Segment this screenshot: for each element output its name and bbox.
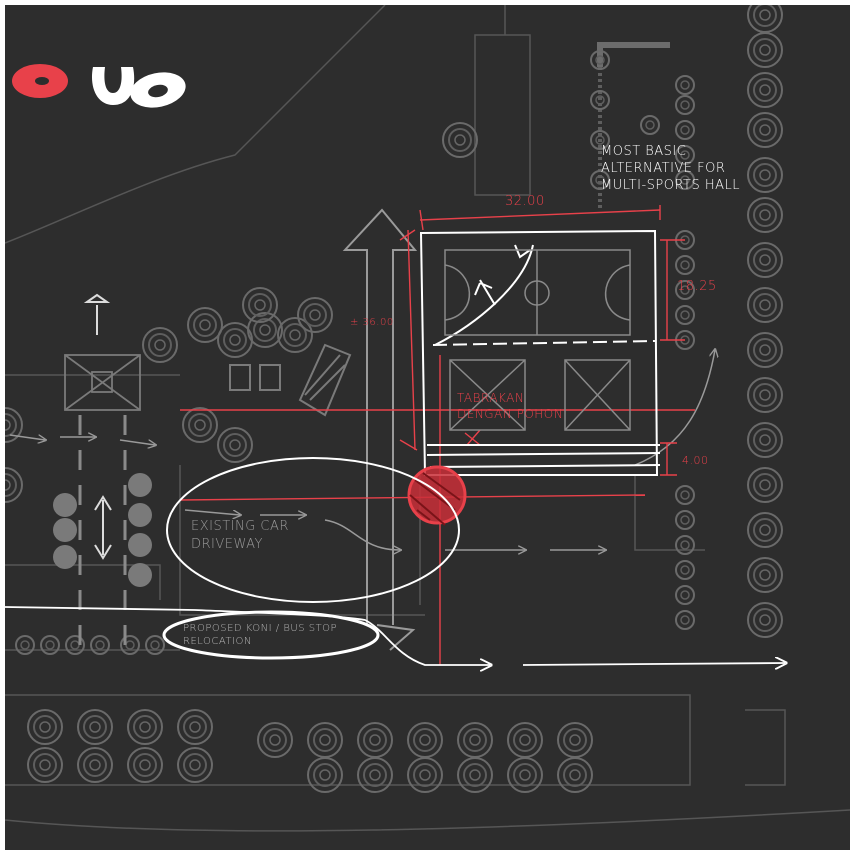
dimension-width: 32.00 <box>505 194 545 209</box>
dimension-depth: 18.25 <box>677 279 717 294</box>
base-site-lines <box>5 5 850 832</box>
parking-dashes <box>78 415 127 645</box>
court-markings <box>444 249 631 431</box>
driveway-ellipse <box>166 457 460 603</box>
dimension-side: ± 36.00 <box>350 317 394 328</box>
access-arrow-vertical <box>342 208 418 651</box>
flow-arrows-grey <box>9 350 715 550</box>
conflict-tree-marker <box>407 465 467 526</box>
sports-hall <box>419 229 661 476</box>
dimension-strip: 4.00 <box>682 454 709 467</box>
two-way-arrow <box>94 495 112 560</box>
red-guide-lines <box>179 205 695 665</box>
busstop-note-line2: RELOCATION <box>183 636 252 647</box>
title-note-line1: MOST BASIC <box>601 144 686 159</box>
title-note-line3: MULTI-SPORTS HALL <box>601 178 740 193</box>
bollards <box>53 473 152 587</box>
driveway-note-line2: DRIVEWAY <box>191 537 263 552</box>
gazebo <box>64 354 141 411</box>
conflict-note-line2: DENGAN POHON <box>457 407 563 421</box>
title-note-line2: ALTERNATIVE FOR <box>601 161 725 176</box>
site-plan-drawing: MOST BASIC ALTERNATIVE FOR MULTI-SPORTS … <box>5 5 850 832</box>
busstop-ellipse <box>162 610 380 660</box>
benches <box>229 343 352 417</box>
tree-rows-bottom <box>15 635 593 793</box>
tree-cluster-center <box>5 122 478 503</box>
driveway-note-line1: EXISTING CAR <box>191 519 289 534</box>
busstop-note-line1: PROPOSED KONI / BUS STOP <box>183 623 337 634</box>
circulation-arrows-white <box>5 606 785 665</box>
conflict-note-line1: TABRAKAN <box>457 391 524 405</box>
north-arrow-icon <box>83 293 111 335</box>
structure-outline <box>597 42 670 67</box>
ouo-logo <box>12 64 186 108</box>
tree-column-right <box>747 5 783 638</box>
sketch-plan-canvas: MOST BASIC ALTERNATIVE FOR MULTI-SPORTS … <box>5 5 850 850</box>
